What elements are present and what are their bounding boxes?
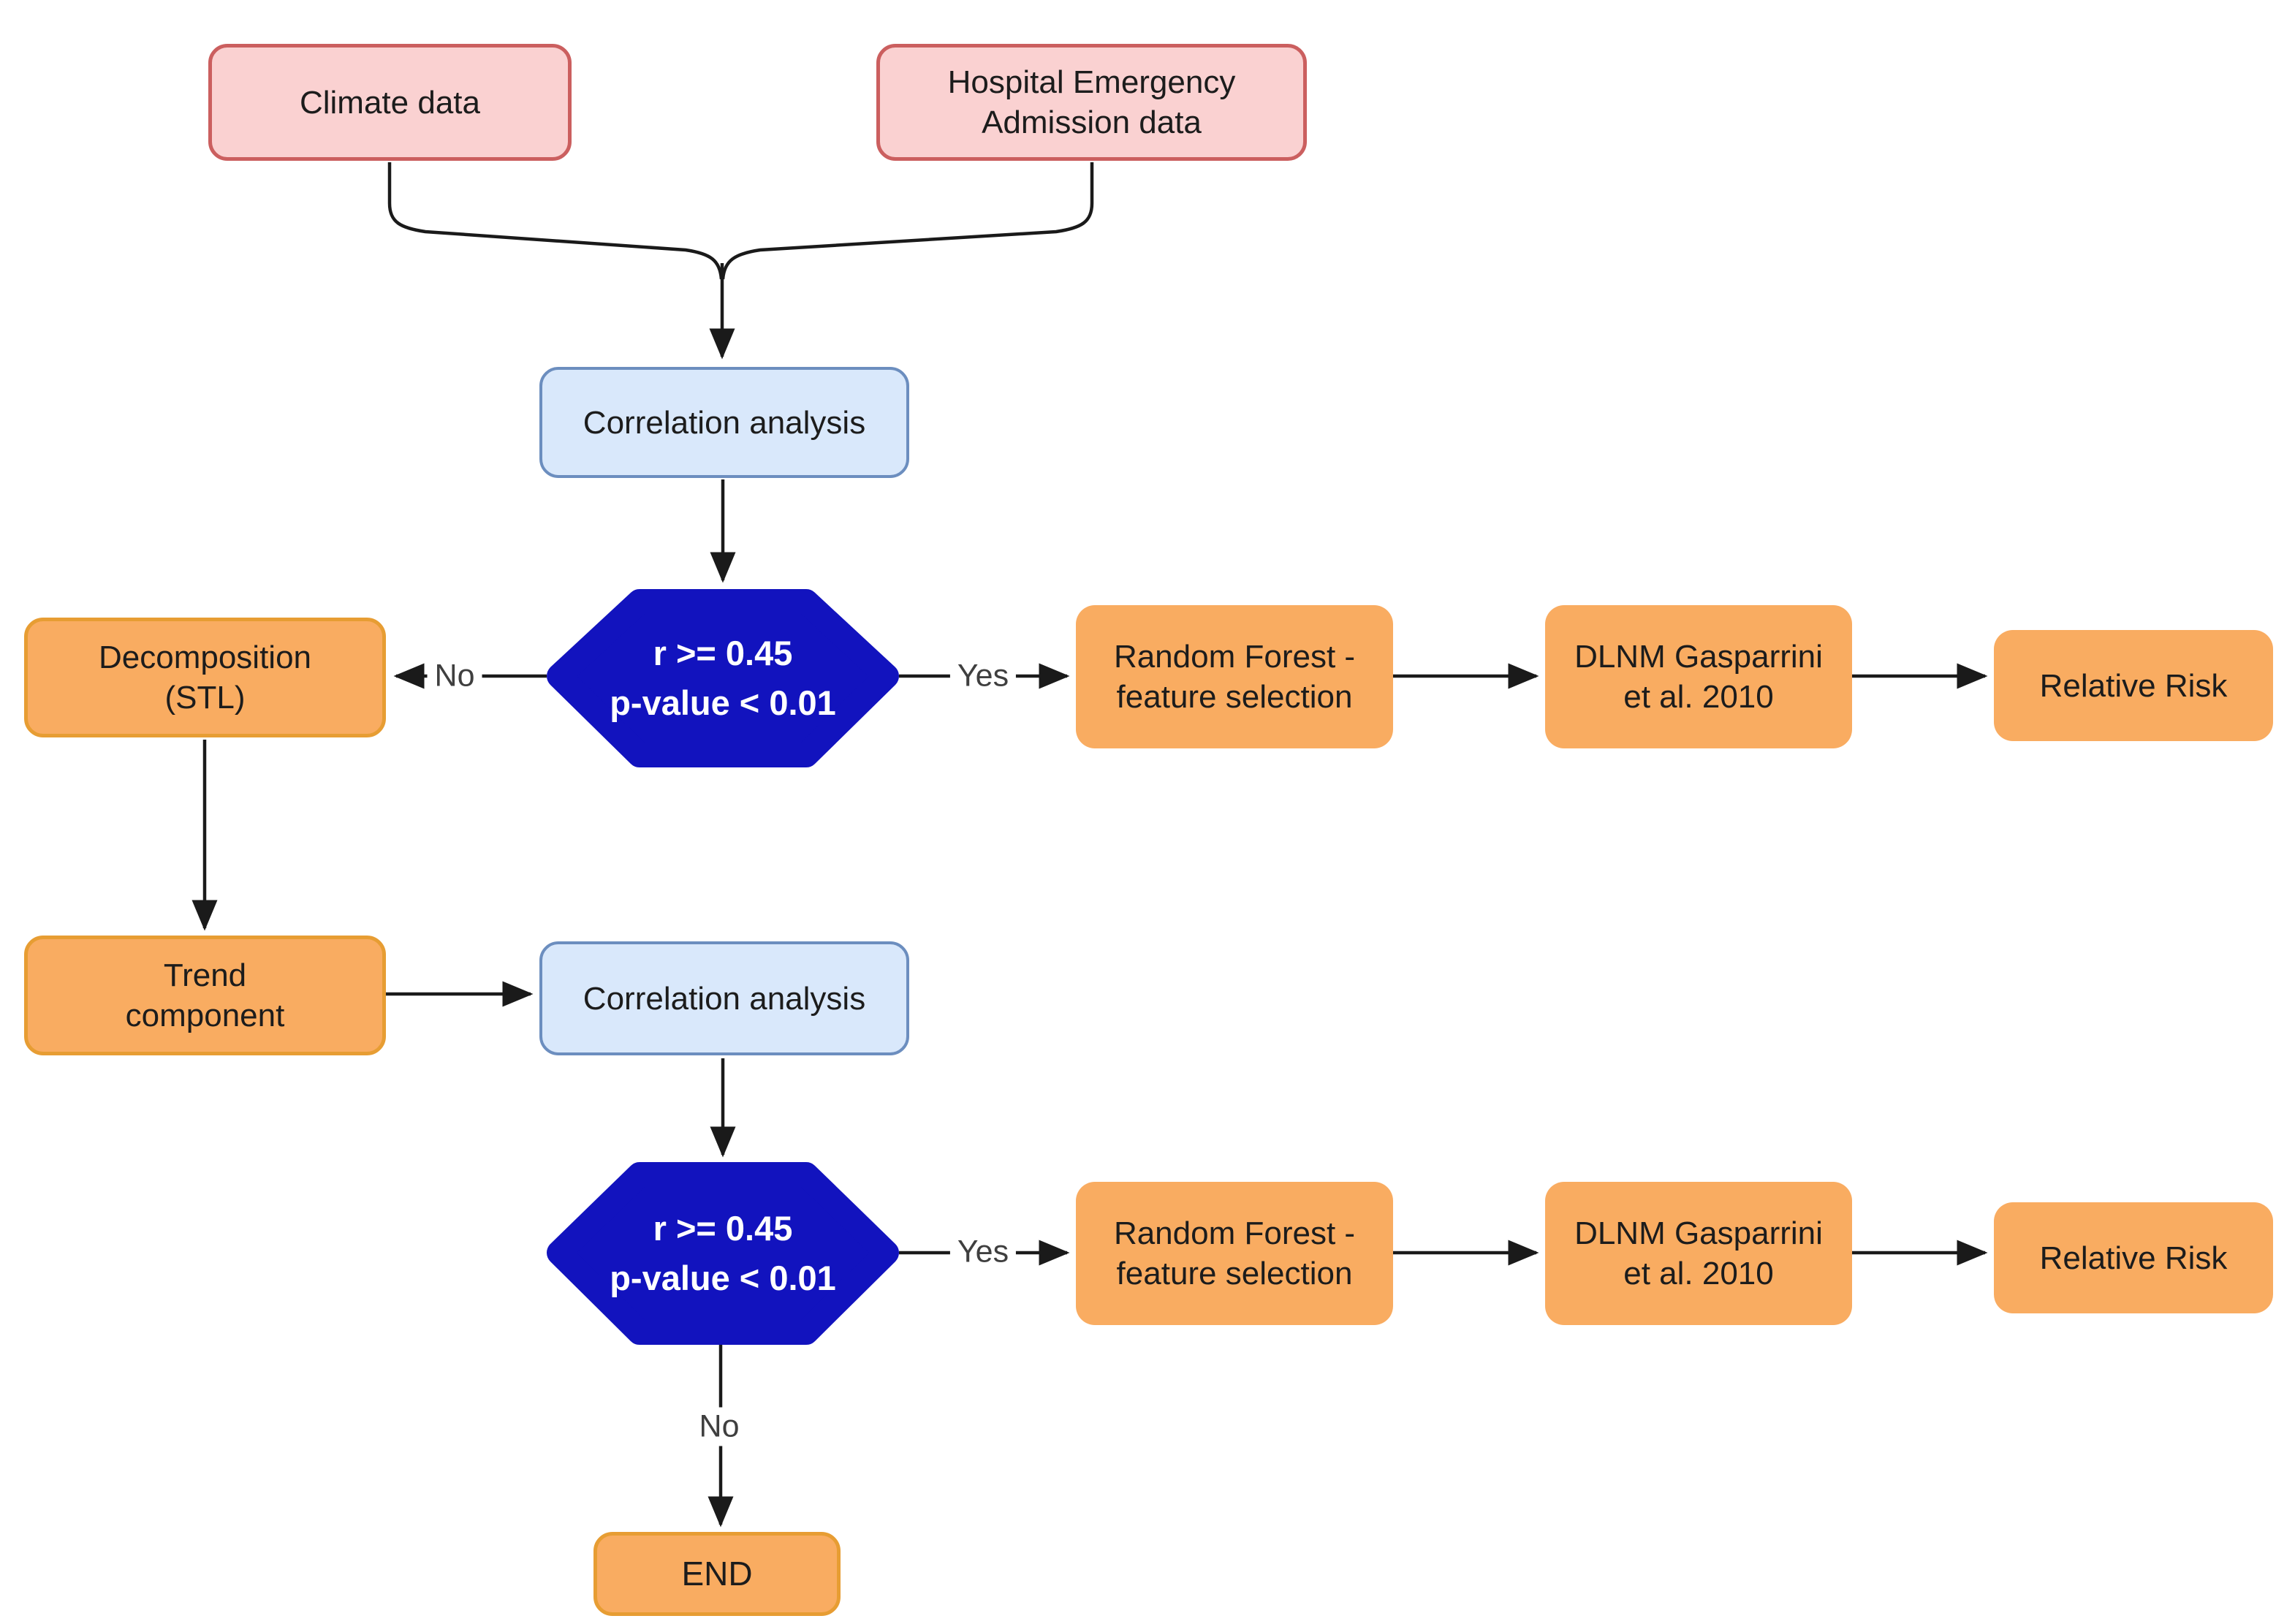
node-random-forest-feature-selection-1: Random Forest - feature selection xyxy=(1076,605,1393,748)
node-hospital-emergency-admission-data: Hospital Emergency Admission data xyxy=(876,44,1307,161)
node-decomposition-stl: Decomposition (STL) xyxy=(24,618,386,737)
node-end: END xyxy=(593,1532,841,1616)
node-correlation-analysis-2: Correlation analysis xyxy=(539,941,909,1055)
edge-label-yes-2: Yes xyxy=(949,1232,1017,1272)
node-correlation-analysis-1: Correlation analysis xyxy=(539,367,909,478)
node-decision-r-threshold-2: r >= 0.45 p-value < 0.01 xyxy=(610,1208,836,1297)
node-decision-r-threshold-1: r >= 0.45 p-value < 0.01 xyxy=(610,633,836,722)
node-random-forest-feature-selection-2: Random Forest - feature selection xyxy=(1076,1182,1393,1325)
node-relative-risk-2: Relative Risk xyxy=(1994,1202,2273,1313)
edge-label-no-1: No xyxy=(427,656,482,696)
decision-hexagon-1 xyxy=(547,589,899,767)
node-dlnm-gasparrini-1: DLNM Gasparrini et al. 2010 xyxy=(1545,605,1852,748)
node-climate-data: Climate data xyxy=(208,44,572,161)
node-trend-component: Trend component xyxy=(24,936,386,1055)
node-relative-risk-1: Relative Risk xyxy=(1994,630,2273,741)
edge-label-yes-1: Yes xyxy=(949,656,1017,696)
node-dlnm-gasparrini-2: DLNM Gasparrini et al. 2010 xyxy=(1545,1182,1852,1325)
edge-hospital-to-merge xyxy=(721,162,1094,280)
decision-hexagon-2 xyxy=(547,1162,899,1345)
edge-label-no-2: No xyxy=(691,1407,747,1446)
edge-climate-to-merge xyxy=(387,162,724,280)
